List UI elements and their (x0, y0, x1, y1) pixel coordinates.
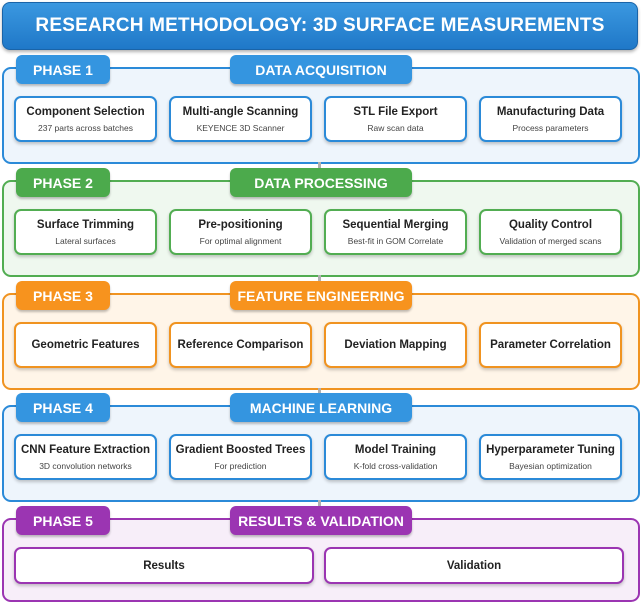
pre-positioning-box: Pre-positioning For optimal alignment (169, 209, 312, 255)
validation-box: Validation (324, 547, 624, 584)
box-subtitle: Best-fit in GOM Correlate (347, 235, 444, 246)
box-subtitle: K-fold cross-validation (353, 460, 438, 471)
box-subtitle: Raw scan data (367, 122, 424, 133)
phase-5-title: RESULTS & VALIDATION (230, 506, 412, 535)
phase-5-panel: PHASE 5 RESULTS & VALIDATION Results Val… (2, 506, 640, 602)
box-subtitle: Lateral surfaces (55, 235, 116, 246)
quality-control-box: Quality Control Validation of merged sca… (479, 209, 622, 255)
phase-connector (318, 162, 321, 168)
parameter-correlation-box: Parameter Correlation (479, 322, 622, 368)
phase-5-label: PHASE 5 (16, 506, 110, 535)
phase-connector (318, 275, 321, 281)
box-subtitle: For optimal alignment (199, 235, 282, 246)
hyperparameter-tuning-box: Hyperparameter Tuning Bayesian optimizat… (479, 434, 622, 480)
box-title: STL File Export (353, 105, 438, 118)
geometric-features-box: Geometric Features (14, 322, 157, 368)
model-training-box: Model Training K-fold cross-validation (324, 434, 467, 480)
box-subtitle: Process parameters (512, 122, 589, 133)
phase-2-title: DATA PROCESSING (230, 168, 412, 197)
box-title: Reference Comparison (177, 339, 304, 351)
box-title: Deviation Mapping (344, 339, 447, 351)
phase-3-label: PHASE 3 (16, 281, 110, 310)
box-title: Sequential Merging (342, 218, 449, 231)
gradient-boosted-trees-box: Gradient Boosted Trees For prediction (169, 434, 312, 480)
box-title: Model Training (354, 443, 437, 456)
box-subtitle: Validation of merged scans (499, 235, 602, 246)
stl-file-export-box: STL File Export Raw scan data (324, 96, 467, 142)
phase-4-label: PHASE 4 (16, 393, 110, 422)
box-title: Results (143, 559, 185, 572)
box-title: CNN Feature Extraction (20, 443, 151, 456)
box-title: Gradient Boosted Trees (175, 443, 306, 456)
box-subtitle: Bayesian optimization (509, 460, 592, 471)
phase-3-title: FEATURE ENGINEERING (230, 281, 412, 310)
box-title: Multi-angle Scanning (182, 105, 299, 118)
box-title: Geometric Features (31, 339, 140, 351)
phase-4-panel: PHASE 4 MACHINE LEARNING CNN Feature Ext… (2, 393, 640, 502)
box-title: Parameter Correlation (490, 339, 611, 351)
phase-1-panel: PHASE 1 DATA ACQUISITION Component Selec… (2, 55, 640, 164)
box-title: Pre-positioning (198, 218, 283, 231)
diagram-title: RESEARCH METHODOLOGY: 3D SURFACE MEASURE… (2, 2, 638, 50)
cnn-feature-extraction-box: CNN Feature Extraction 3D convolution ne… (14, 434, 157, 480)
manufacturing-data-box: Manufacturing Data Process parameters (479, 96, 622, 142)
deviation-mapping-box: Deviation Mapping (324, 322, 467, 368)
box-subtitle: For prediction (214, 460, 267, 471)
box-subtitle: KEYENCE 3D Scanner (196, 122, 285, 133)
box-title: Manufacturing Data (496, 105, 605, 118)
box-title: Quality Control (508, 218, 593, 231)
box-title: Surface Trimming (36, 218, 135, 231)
phase-connector (318, 500, 321, 506)
reference-comparison-box: Reference Comparison (169, 322, 312, 368)
phase-1-label: PHASE 1 (16, 55, 110, 84)
results-box: Results (14, 547, 314, 584)
phase-2-panel: PHASE 2 DATA PROCESSING Surface Trimming… (2, 168, 640, 277)
sequential-merging-box: Sequential Merging Best-fit in GOM Corre… (324, 209, 467, 255)
phase-3-panel: PHASE 3 FEATURE ENGINEERING Geometric Fe… (2, 281, 640, 390)
component-selection-box: Component Selection 237 parts across bat… (14, 96, 157, 142)
phase-2-label: PHASE 2 (16, 168, 110, 197)
phase-4-title: MACHINE LEARNING (230, 393, 412, 422)
phase-1-title: DATA ACQUISITION (230, 55, 412, 84)
phase-connector (318, 388, 321, 394)
box-subtitle: 3D convolution networks (39, 460, 132, 471)
box-title: Component Selection (26, 105, 145, 118)
surface-trimming-box: Surface Trimming Lateral surfaces (14, 209, 157, 255)
box-subtitle: 237 parts across batches (38, 122, 133, 133)
box-title: Hyperparameter Tuning (486, 443, 615, 456)
multi-angle-scanning-box: Multi-angle Scanning KEYENCE 3D Scanner (169, 96, 312, 142)
box-title: Validation (446, 559, 502, 572)
